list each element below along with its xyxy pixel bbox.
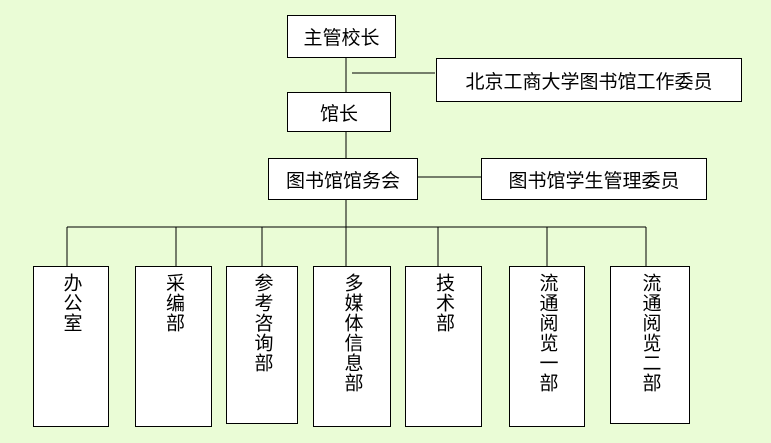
- node-library-committee: 北京工商大学图书馆工作委员: [436, 58, 742, 102]
- dept-label: 参考咨询部: [251, 273, 274, 373]
- node-director: 馆长: [287, 92, 391, 132]
- dept-label: 采编部: [163, 273, 185, 333]
- dept-label: 流通阅览二部: [639, 273, 662, 393]
- dept-multimedia: 多媒体信息部: [313, 266, 391, 427]
- dept-circulation-2: 流通阅览二部: [610, 266, 690, 424]
- dept-office: 办公室: [33, 266, 109, 427]
- node-council: 图书馆馆务会: [268, 158, 418, 200]
- dept-label: 技术部: [433, 273, 455, 333]
- node-student-committee: 图书馆学生管理委员: [481, 158, 707, 200]
- dept-circulation-1: 流通阅览一部: [509, 266, 585, 427]
- dept-acquisition-cataloging: 采编部: [135, 266, 212, 427]
- dept-reference: 参考咨询部: [226, 266, 298, 424]
- node-principal: 主管校长: [287, 15, 396, 58]
- dept-label: 多媒体信息部: [341, 273, 364, 393]
- dept-label: 流通阅览一部: [536, 273, 559, 393]
- dept-technology: 技术部: [405, 266, 482, 427]
- dept-label: 办公室: [60, 273, 83, 333]
